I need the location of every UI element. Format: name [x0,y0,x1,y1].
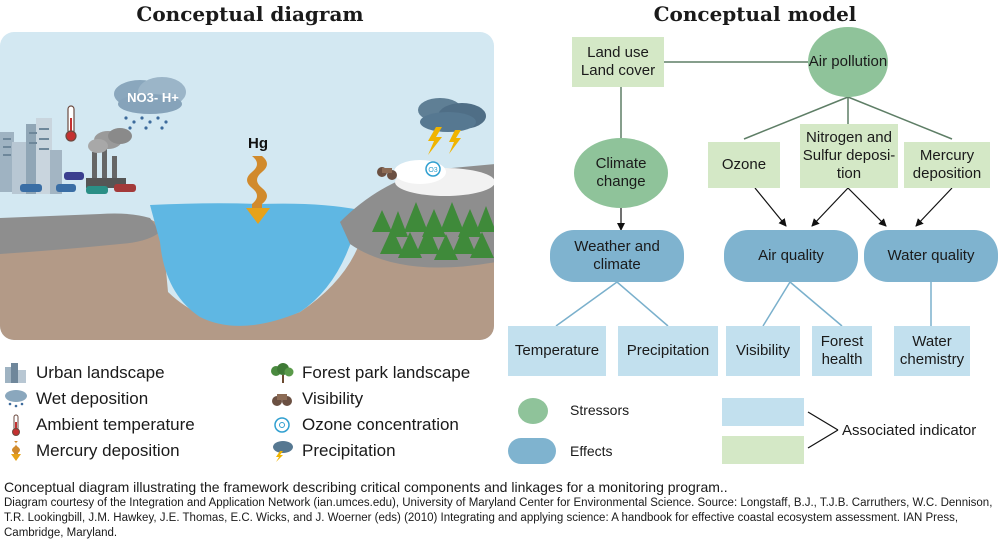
binoculars-icon [377,167,397,180]
right-title: Conceptual model [653,2,857,26]
node-water-quality: Water quality [864,230,998,282]
legend-label-urban: Urban landscape [36,363,165,382]
node-ozone: Ozone [708,142,780,188]
caption-line-1: Conceptual diagram illustrating the fram… [4,479,728,495]
legend-label-wet-deposition: Wet deposition [36,389,149,408]
wet-deposition-cloud: NO3- H+ [114,77,186,130]
cars-illustration [20,172,136,194]
node-climate-change: Climate change [574,138,668,208]
legend-label-ozone: Ozone concentration [302,415,459,434]
figure-caption: Conceptual diagram illustrating the fram… [4,478,994,541]
legend-stressor-swatch [518,398,548,424]
mercury-arrow-icon [4,440,28,462]
node-water-chemistry: Water chemistry [894,326,970,376]
thermometer-illustration [65,105,77,142]
city-illustration [0,118,62,194]
legend-effects-label: Effects [570,443,613,459]
ozone-label: O3 [428,167,437,174]
legend-item-mercury: Mercury deposition [4,440,180,462]
node-air-pollution: Air pollution [808,27,888,97]
legend-label-forest: Forest park landscape [302,363,471,382]
forest-icon [270,362,294,384]
legend-indicator-swatch-green [722,436,804,464]
node-precipitation: Precipitation [618,326,718,376]
legend-item-ozone: Ozone concentration [270,414,459,436]
landscape-scene: O3 Hg [0,32,494,340]
wet-deposition-icon [4,388,28,410]
ozone-icon [270,414,294,436]
legend-item-wet-deposition: Wet deposition [4,388,148,410]
legend-item-precipitation: Precipitation [270,440,396,462]
wet-deposition-badge: NO3- H+ [127,90,179,105]
caption-line-2: Diagram courtesy of the Integration and … [4,497,993,539]
binoculars-icon [270,388,294,410]
legend-associated-indicator-label: Associated indicator [842,422,977,439]
conceptual-illustration: O3 Hg [0,32,496,340]
legend-label-visibility: Visibility [302,389,364,408]
node-air-quality: Air quality [724,230,858,282]
node-land-use: Land use Land cover [572,37,664,87]
node-temperature: Temperature [508,326,606,376]
factory-illustration [86,128,132,188]
hg-label: Hg [248,135,268,152]
storm-cloud-illustration [418,98,486,155]
legend-indicator-swatch-blue [722,398,804,426]
node-weather-climate: Weather and climate [550,230,684,282]
legend-item-urban: Urban landscape [4,362,165,384]
left-title: Conceptual diagram [136,2,364,26]
node-visibility: Visibility [726,326,800,376]
legend-effect-swatch [508,438,556,464]
legend-item-forest: Forest park landscape [270,362,470,384]
mercury-arrow [246,156,270,224]
legend-item-temperature: Ambient temperature [4,414,195,436]
storm-cloud-icon [270,440,294,462]
thermometer-icon [4,414,28,436]
legend-stressors-label: Stressors [570,402,630,418]
node-mercury: Mercury deposition [904,142,990,188]
legend-label-mercury: Mercury deposition [36,441,180,460]
legend-label-precipitation: Precipitation [302,441,396,460]
node-nitrogen-sulfur: Nitrogen and Sulfur deposi- tion [800,124,898,188]
urban-landscape-icon [4,362,28,384]
node-forest-health: Forest health [812,326,872,376]
legend-label-temperature: Ambient temperature [36,415,195,434]
legend-item-visibility: Visibility [270,388,363,410]
